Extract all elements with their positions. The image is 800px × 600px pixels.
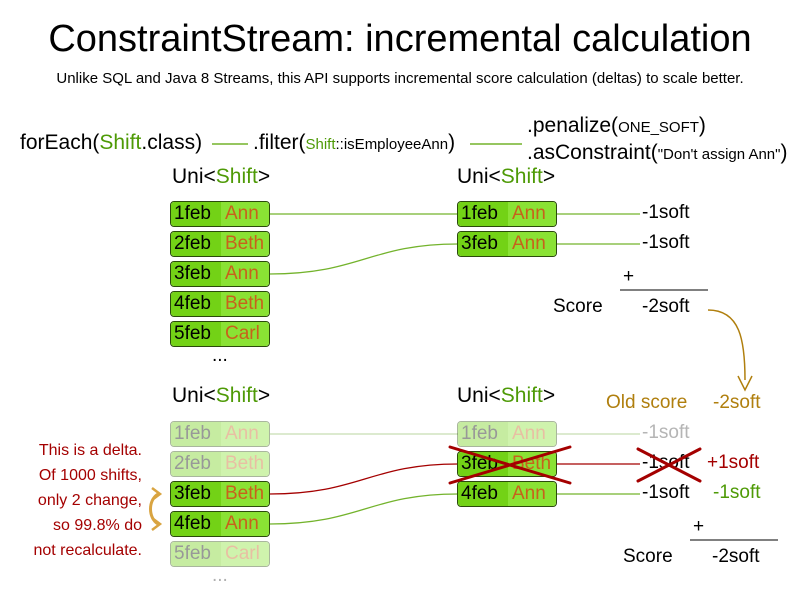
foreach-pre: forEach( xyxy=(20,131,100,154)
uni-label-bottom-left: Uni<Shift> xyxy=(172,384,271,407)
bottom-delta-added: -1soft xyxy=(713,482,761,503)
score-carry-arrowhead xyxy=(737,375,753,392)
foreach-call: forEach(Shift.class) xyxy=(20,131,202,155)
page-subtitle: Unlike SQL and Java 8 Streams, this API … xyxy=(56,70,744,87)
bottom-delta-removed: +1soft xyxy=(707,452,760,473)
score-carry-arrow xyxy=(707,309,746,381)
bottom-score-label: Score xyxy=(623,546,673,567)
top-plus: + xyxy=(623,266,635,287)
asconstraint-post: ) xyxy=(780,141,788,164)
top-score-value: -2soft xyxy=(642,296,690,317)
bottom-penalty-removed: -1soft xyxy=(642,452,690,473)
page-title: ConstraintStream: incremental calculatio… xyxy=(48,18,752,60)
uni-label-top-left: Uni<Shift> xyxy=(172,165,271,188)
asconstraint-arg: "Don't assign Ann" xyxy=(657,146,781,163)
top-ellipsis: ... xyxy=(212,345,228,366)
filter-post: ) xyxy=(448,131,456,154)
bottom-link-4feb xyxy=(269,493,459,525)
swap-arrow-head-bottom xyxy=(151,517,163,531)
penalize-call: .penalize(ONE_SOFT) xyxy=(527,114,706,138)
foreach-class: Shift xyxy=(99,131,142,154)
top-link-3feb xyxy=(269,243,459,275)
bottom-ellipsis: ... xyxy=(212,565,228,586)
penalize-pre: .penalize( xyxy=(527,114,619,137)
filter-ref: Shift xyxy=(305,136,336,153)
bottom-plus: + xyxy=(693,516,705,537)
penalize-post: ) xyxy=(698,114,706,137)
filter-call: .filter(Shift::isEmployeeAnn) xyxy=(253,131,455,155)
bottom-penalty-unchanged: -1soft xyxy=(642,422,690,443)
bottom-score-value: -2soft xyxy=(712,546,760,567)
top-score-label: Score xyxy=(553,296,603,317)
uni-label-bottom-right: Uni<Shift> xyxy=(457,384,556,407)
swap-arrow-head-top xyxy=(151,487,163,501)
foreach-post: .class) xyxy=(141,131,203,154)
old-score-value: -2soft xyxy=(713,392,761,413)
uni-label-top-right: Uni<Shift> xyxy=(457,165,556,188)
asconstraint-call: .asConstraint("Don't assign Ann") xyxy=(527,141,787,165)
filter-method: ::isEmployeeAnn xyxy=(335,136,449,153)
penalize-arg: ONE_SOFT xyxy=(618,119,699,136)
top-penalty: -1soft xyxy=(642,232,690,253)
bottom-penalty-added: -1soft xyxy=(642,482,690,503)
bottom-link-3feb xyxy=(269,463,459,495)
filter-pre: .filter( xyxy=(253,131,306,154)
asconstraint-pre: .asConstraint( xyxy=(527,141,658,164)
delta-note: This is a delta. Of 1000 shifts, only 2 … xyxy=(33,442,142,559)
old-score-label: Old score xyxy=(606,392,688,413)
top-penalty: -1soft xyxy=(642,202,690,223)
